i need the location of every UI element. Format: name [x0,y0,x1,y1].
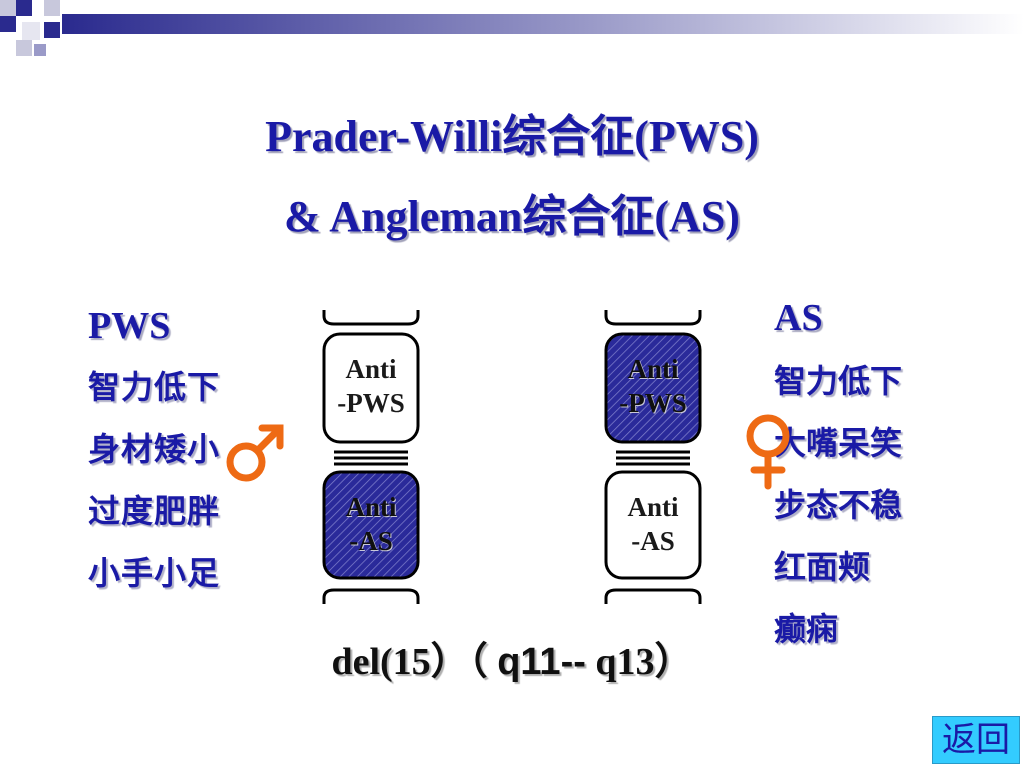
as-symptom-list: 智力低下 大嘴呆笑 步态不稳 红面颊 癫痫 [774,350,902,660]
paternal-anti-pws-label: Anti -PWS [324,352,418,420]
as-symptom: 大嘴呆笑 [774,424,903,462]
female-symbol-icon [746,414,790,490]
deletion-caption-part2: q11-- [497,641,586,683]
box-label-line2: -PWS [619,388,687,418]
maternal-anti-as-box [604,470,702,580]
maternal-anti-pws-box [604,332,702,444]
as-symptom: 红面颊 [774,548,871,586]
pws-symptom: 小手小足 [88,554,221,592]
as-symptom: 癫痫 [774,610,839,648]
slide-title-line1: Prader-Willi综合征(PWS) [265,112,759,161]
box-label-line1: Anti [345,354,397,384]
pws-symptom: 身材矮小 [88,430,221,468]
paternal-chromosome [322,310,420,604]
box-label-line1: Anti [345,492,397,522]
box-label-line2: -PWS [337,388,405,418]
maternal-anti-pws-label: Anti -PWS [606,352,700,420]
as-symptom: 智力低下 [774,362,903,400]
pws-symptom: 智力低下 [88,368,221,406]
paternal-anti-as-label: Anti -AS [324,490,418,558]
paternal-anti-as-box [322,470,420,580]
pws-symptom: 过度肥胖 [88,492,221,530]
chromosome-bottom-cap [322,588,420,604]
chromosome-top-cap [604,310,702,326]
back-button[interactable]: 返回 [932,716,1020,764]
deletion-caption: del(15）（ q11-- q13） [0,630,1024,685]
pws-heading: PWS [88,305,171,347]
pws-symptom-list: 智力低下 身材矮小 过度肥胖 小手小足 [88,356,220,604]
box-label-line2: -AS [349,526,393,556]
deletion-caption-part1: del(15）（ [331,641,498,683]
slide-title-line2: & Angleman综合征(AS) [284,192,740,241]
header-decoration [0,0,1024,56]
chromosome-bottom-cap [604,588,702,604]
as-symptom: 步态不稳 [774,486,903,524]
box-label-line2: -AS [631,526,675,556]
chromosome-top-cap [322,310,420,326]
maternal-chromosome [604,310,702,604]
box-label-line1: Anti [627,492,679,522]
paternal-anti-pws-box [322,332,420,444]
as-heading: AS [774,297,823,339]
maternal-anti-as-label: Anti -AS [606,490,700,558]
deletion-caption-part3: q13） [585,641,693,683]
box-label-line1: Anti [627,354,679,384]
male-symbol-icon [226,424,284,482]
